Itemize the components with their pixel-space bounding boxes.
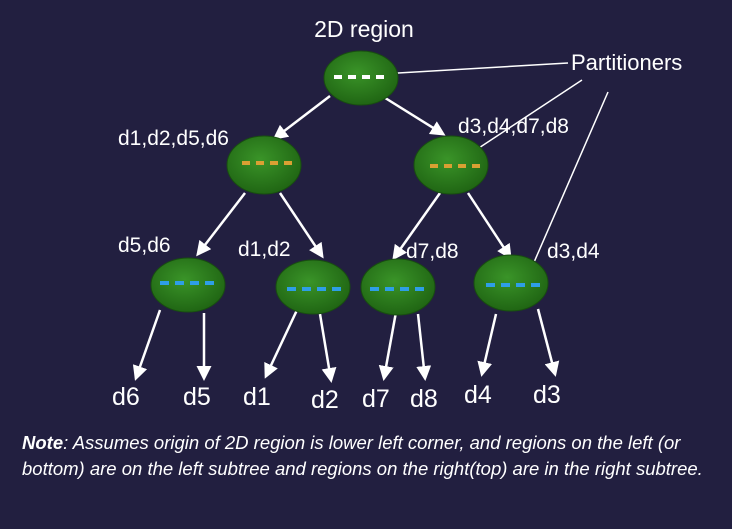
- edge-r2-d3: [536, 308, 560, 377]
- edge-root-left: [272, 95, 331, 140]
- node-root: [323, 50, 399, 106]
- label-root-left: d1,d2,d5,d6: [118, 127, 229, 150]
- leaf-label: d2: [311, 386, 339, 414]
- edge-l1-d6: [132, 309, 162, 381]
- edge-right-r2: [466, 192, 512, 260]
- edge-r2-d4: [477, 313, 498, 377]
- note-prefix: Note: [22, 432, 64, 453]
- label-l1: d5,d6: [118, 234, 171, 257]
- label-r2: d3,d4: [547, 240, 600, 263]
- label-root-right: d3,d4,d7,d8: [458, 115, 569, 138]
- node-r2: [473, 254, 549, 312]
- edge-r1-d7: [378, 311, 398, 381]
- edge-r1-d8: [416, 313, 432, 381]
- leaf-label: d3: [533, 381, 561, 409]
- node-l2: [275, 259, 351, 315]
- edge-root-right: [381, 94, 446, 136]
- partitioners-label: Partitioners: [571, 50, 682, 75]
- edge-left-l1: [196, 192, 246, 257]
- label-l2: d1,d2: [238, 238, 291, 261]
- note-text: : Assumes origin of 2D region is lower l…: [22, 432, 703, 479]
- leaf-label: d1: [243, 383, 271, 411]
- leaf-label: d8: [410, 385, 438, 413]
- node-r1: [360, 258, 436, 316]
- leaf-label: d5: [183, 383, 211, 411]
- edge-l2-d1: [264, 309, 299, 379]
- tree-edges: [132, 94, 560, 383]
- edge-left-l2: [278, 192, 324, 259]
- footnote: Note: Assumes origin of 2D region is low…: [22, 430, 728, 482]
- edge-right-r1: [392, 192, 442, 261]
- edge-l2-d2: [318, 313, 337, 383]
- node-right: [413, 135, 489, 195]
- leaf-label: d7: [362, 385, 390, 413]
- node-l1: [150, 257, 226, 313]
- tree-nodes: [150, 50, 549, 316]
- title-label: 2D region: [314, 16, 414, 42]
- label-r1: d7,d8: [406, 240, 459, 263]
- node-left: [226, 135, 302, 195]
- tree-labels: 2D region Partitioners d1,d2,d5,d6 d3,d4…: [112, 16, 682, 414]
- callout-root: [378, 62, 569, 78]
- leaf-label: d4: [464, 381, 492, 409]
- leaf-label: d6: [112, 383, 140, 411]
- callout-level2: [523, 91, 609, 285]
